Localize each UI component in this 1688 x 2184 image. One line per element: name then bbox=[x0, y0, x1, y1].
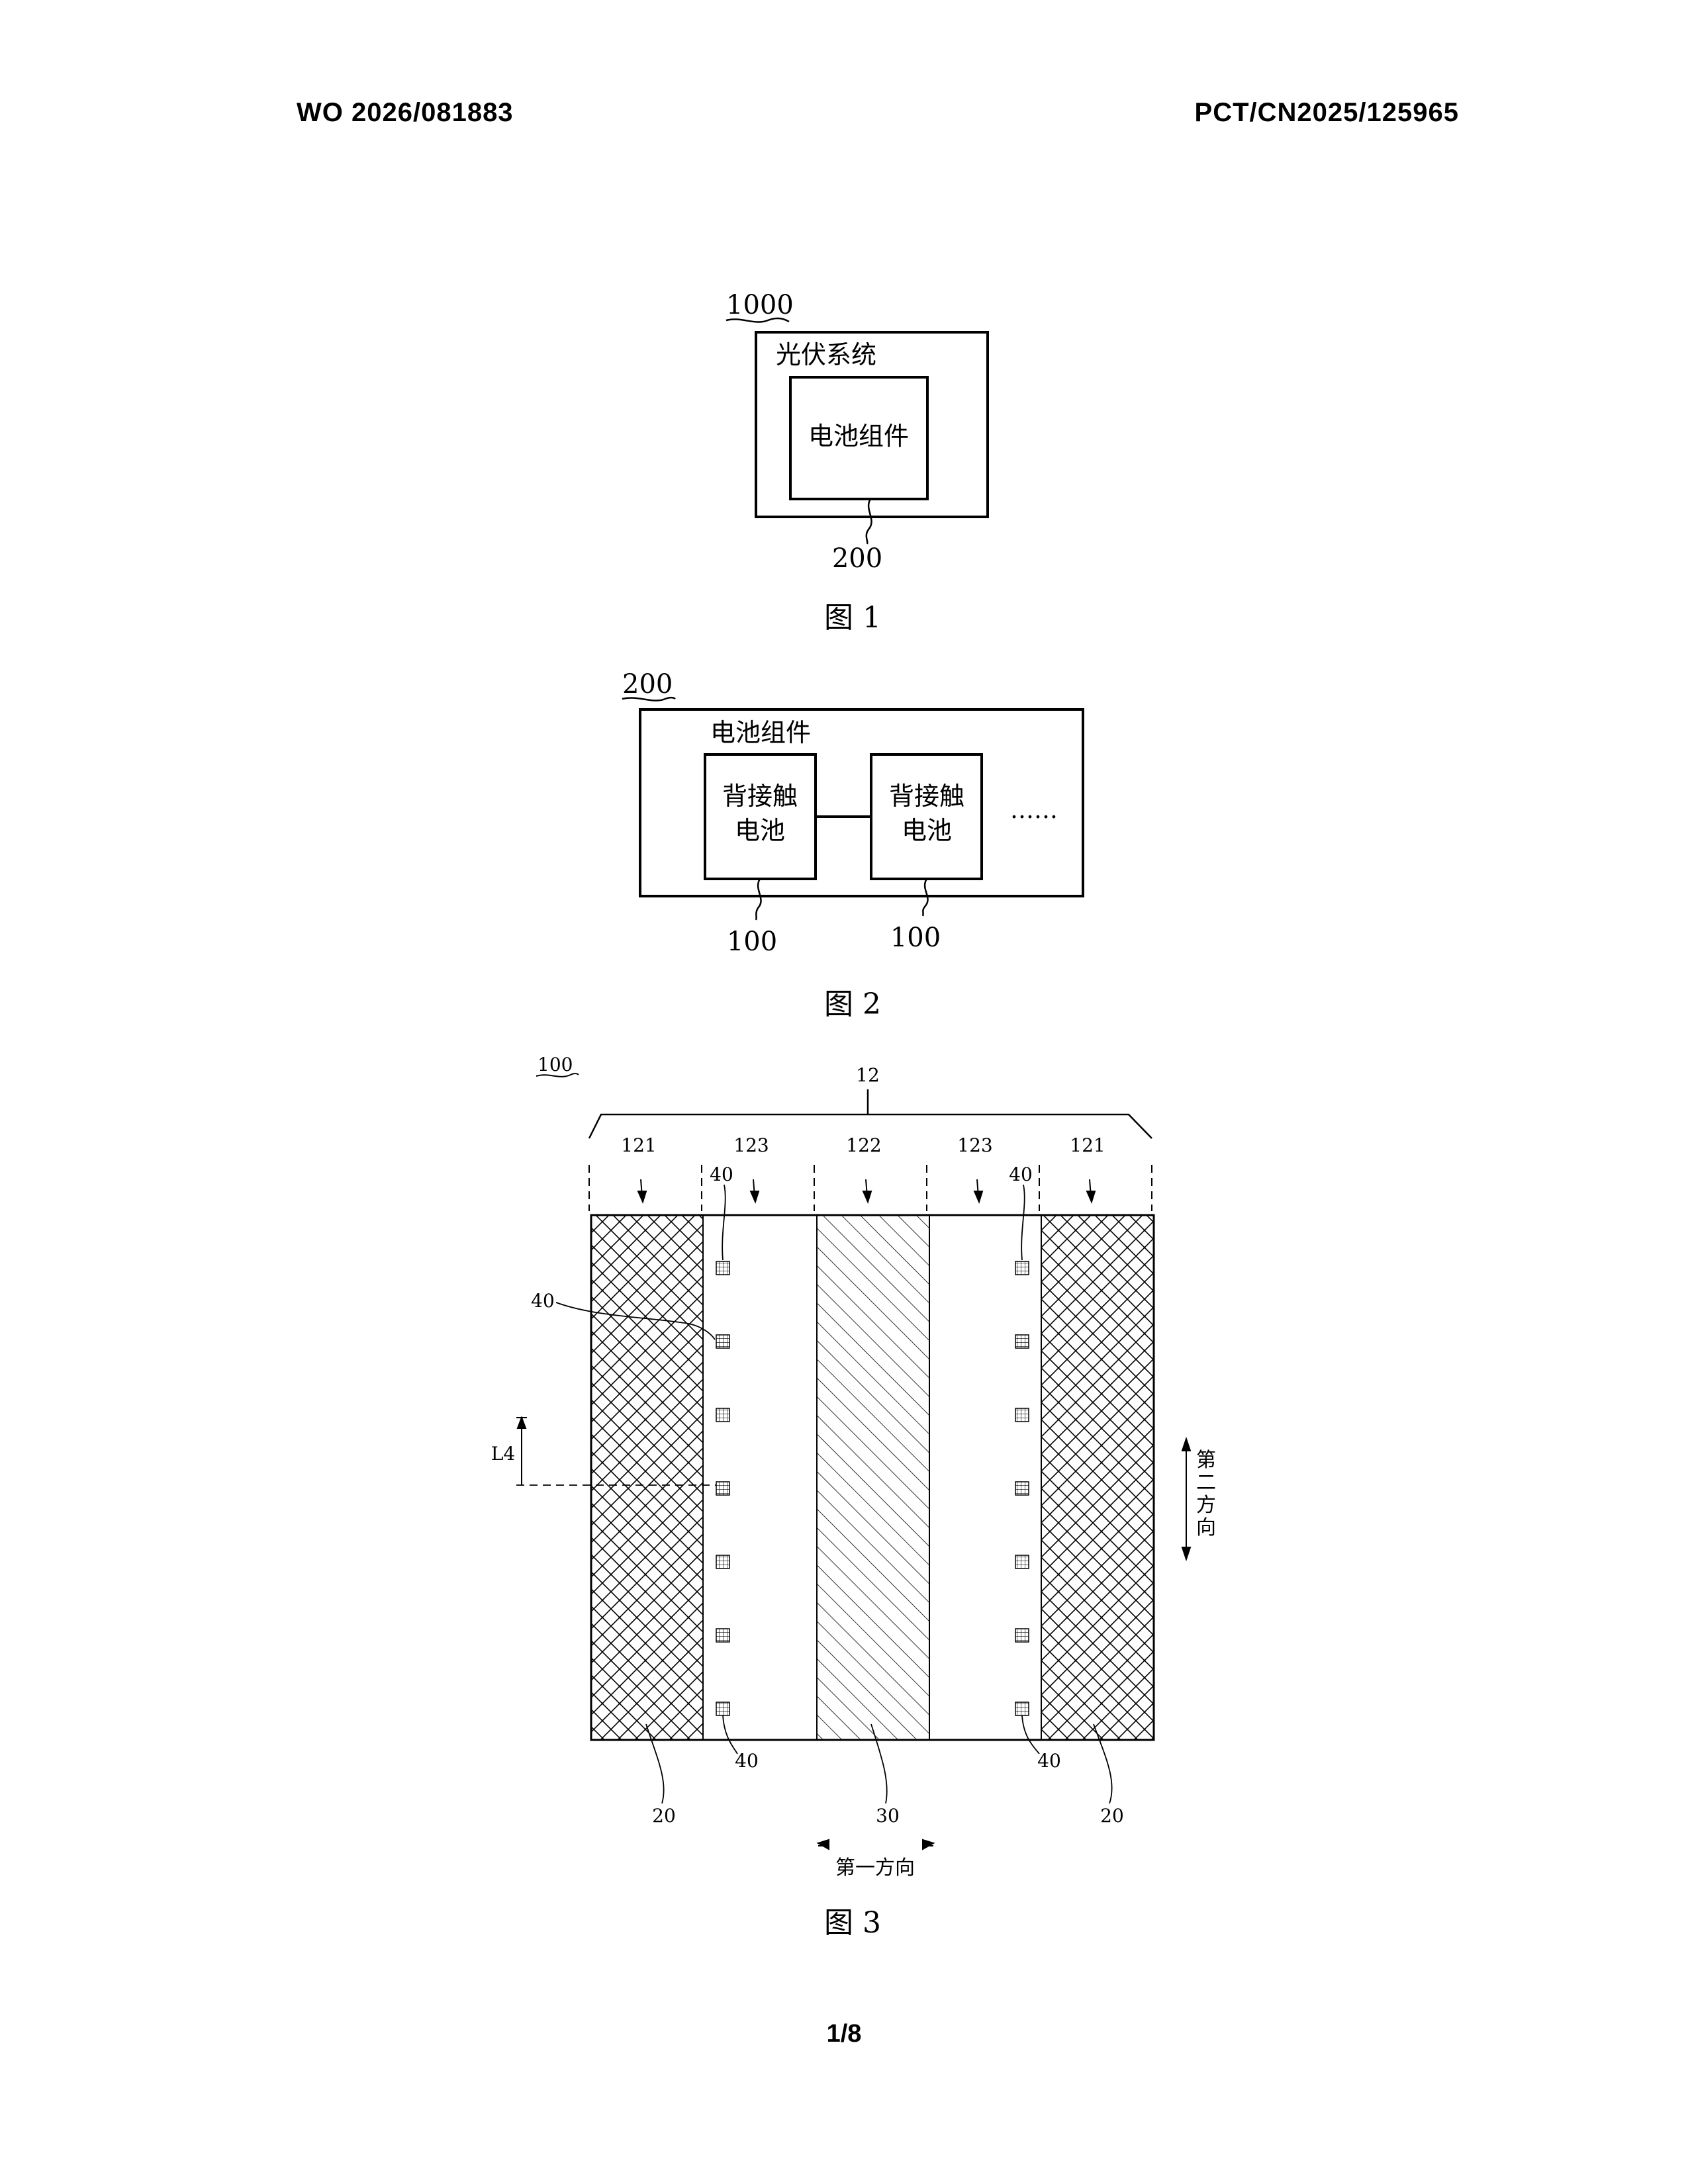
leader-line bbox=[1021, 1185, 1025, 1260]
zone-label-122: 122 bbox=[846, 1134, 881, 1156]
contact-pad bbox=[716, 1482, 729, 1495]
first-direction-arrow bbox=[818, 1840, 933, 1849]
figure-caption: 图 3 bbox=[824, 1906, 881, 1940]
contact-pad bbox=[716, 1629, 729, 1642]
zone-label-123-right: 123 bbox=[957, 1134, 992, 1156]
ref-label-contact-bottom-left: 40 bbox=[735, 1750, 759, 1772]
zone-label-121-right: 121 bbox=[1070, 1134, 1105, 1156]
contact-pad bbox=[1015, 1261, 1029, 1275]
contact-pad bbox=[716, 1408, 729, 1422]
ref-label-center-region: 30 bbox=[876, 1805, 900, 1827]
ellipsis: …… bbox=[1010, 797, 1058, 824]
contact-pad bbox=[716, 1555, 729, 1569]
ref-label-edge-region-left: 20 bbox=[652, 1805, 676, 1827]
module-label: 电池组件 bbox=[710, 718, 811, 747]
contact-pad bbox=[716, 1261, 729, 1275]
edge-region-right bbox=[1041, 1215, 1154, 1740]
cell-label-line2: 电池 bbox=[735, 816, 785, 845]
zone-label-121-left: 121 bbox=[621, 1134, 656, 1156]
ref-label-cell: 100 bbox=[538, 1054, 573, 1075]
second-direction-char-4: 向 bbox=[1196, 1516, 1216, 1539]
ref-label-system: 1000 bbox=[726, 290, 794, 320]
contact-pad bbox=[716, 1702, 729, 1715]
page-number: 1/8 bbox=[0, 2020, 1688, 2048]
figure-2: 200 电池组件 背接触 电池 背接触 电池 …… 100 100 图 2 bbox=[622, 669, 1083, 1021]
ref-label-edge-region-right: 20 bbox=[1100, 1805, 1124, 1827]
contact-pad bbox=[716, 1335, 729, 1348]
second-direction-char-2: 二 bbox=[1196, 1471, 1216, 1494]
contact-pad bbox=[1015, 1702, 1029, 1715]
contact-pad bbox=[1015, 1408, 1029, 1422]
module-label: 电池组件 bbox=[808, 422, 909, 451]
second-direction-char-1: 第 bbox=[1196, 1449, 1216, 1472]
cell-label-line2: 电池 bbox=[902, 816, 952, 845]
center-region bbox=[817, 1215, 929, 1740]
contact-pads-right bbox=[1015, 1261, 1029, 1715]
leader-line bbox=[723, 1715, 737, 1754]
leader-line bbox=[722, 1185, 726, 1260]
ref-label-module: 200 bbox=[622, 669, 673, 700]
zone-dividers bbox=[589, 1165, 1152, 1211]
ref-label-contact-top-left: 40 bbox=[710, 1163, 733, 1185]
dimension-label: L4 bbox=[491, 1443, 515, 1465]
ref-label-cell-1: 100 bbox=[727, 927, 777, 957]
contact-pad bbox=[1015, 1555, 1029, 1569]
edge-region-left bbox=[591, 1215, 703, 1740]
figure-3: 100 12 121 123 122 123 121 bbox=[491, 1054, 1216, 1940]
cell-label-line1: 背接触 bbox=[889, 782, 964, 811]
contact-pads-left bbox=[716, 1261, 729, 1715]
first-direction-label: 第一方向 bbox=[835, 1856, 915, 1880]
system-label: 光伏系统 bbox=[776, 340, 876, 369]
figure-caption: 图 2 bbox=[824, 987, 881, 1021]
contact-pad bbox=[1015, 1629, 1029, 1642]
second-direction-arrow bbox=[1182, 1439, 1190, 1559]
leader-line bbox=[756, 879, 761, 920]
contact-pad bbox=[1015, 1335, 1029, 1348]
leader-line bbox=[867, 499, 872, 544]
leader-line bbox=[1022, 1715, 1039, 1754]
ref-label-top: 12 bbox=[856, 1064, 880, 1086]
ref-label-contact-bottom-right: 40 bbox=[1037, 1750, 1061, 1772]
dimension-arrow bbox=[516, 1418, 527, 1485]
ref-label-cell-2: 100 bbox=[890, 923, 941, 953]
second-direction-char-3: 方 bbox=[1196, 1494, 1216, 1517]
ref-label-module: 200 bbox=[832, 543, 882, 574]
ref-label-contact-top-right: 40 bbox=[1009, 1163, 1033, 1185]
cell-label-line1: 背接触 bbox=[722, 782, 798, 811]
zone-label-123-left: 123 bbox=[733, 1134, 769, 1156]
figure-1: 1000 光伏系统 电池组件 200 图 1 bbox=[726, 290, 988, 635]
ref-label-contact-side: 40 bbox=[531, 1290, 555, 1312]
figure-caption: 图 1 bbox=[824, 601, 881, 635]
contact-pad bbox=[1015, 1482, 1029, 1495]
